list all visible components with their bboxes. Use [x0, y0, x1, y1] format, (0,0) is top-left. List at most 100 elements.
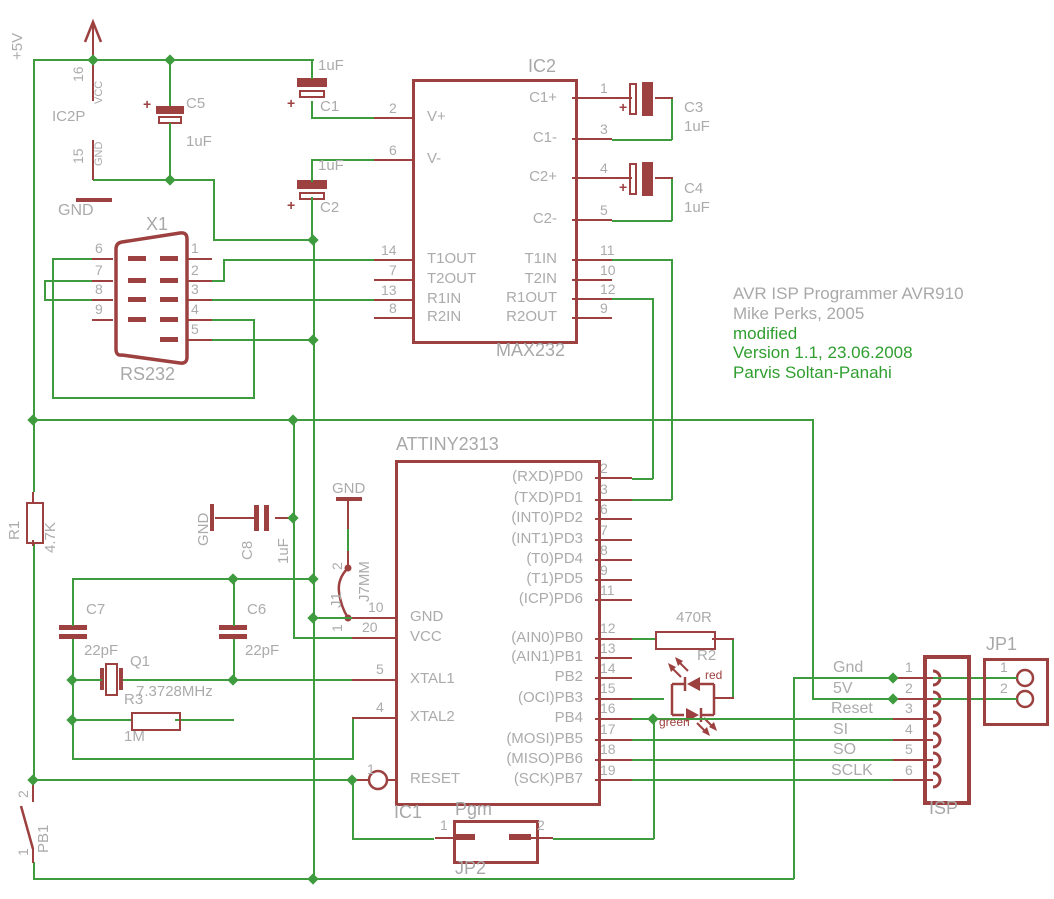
label-components-pb1-name: PB1 — [35, 824, 52, 853]
pin-wire — [572, 317, 612, 319]
pin-wire — [32, 540, 34, 546]
pin-wire — [187, 280, 212, 282]
pin-wire — [92, 60, 94, 101]
label-x1-left_pins-3: 9 — [95, 301, 103, 317]
net-wire — [793, 677, 795, 879]
label-components-j1-gnd: GND — [332, 480, 366, 497]
label-isp-pins-2-net: Reset — [831, 700, 873, 717]
label-components-j1-name: J1 — [328, 592, 345, 608]
label-jp2-label: Pgm — [455, 799, 493, 819]
label-components-c1-value: 1uF — [318, 57, 344, 74]
net-wire — [169, 61, 171, 106]
label-title_block-line3: modified — [733, 324, 798, 343]
label-misc-plus: + — [143, 96, 152, 112]
net-wire — [234, 679, 354, 681]
label-ic2-left_pins-2-label: T1OUT — [427, 250, 477, 267]
label-jp1-pins-1: 2 — [1000, 680, 1008, 696]
net-wire — [612, 298, 654, 300]
pin-wire — [187, 319, 212, 321]
c5-plate — [156, 106, 184, 114]
label-ic1-right_pins-5-label: (T1)PD5 — [526, 570, 583, 587]
pin-wire — [509, 834, 531, 840]
pin-wire — [572, 298, 612, 300]
pin-wire — [92, 280, 113, 282]
label-ic1-right_pins-12-label: (MOSI)PB5 — [506, 730, 583, 747]
pin-wire — [374, 317, 412, 319]
label-ic2-type: MAX232 — [496, 340, 566, 360]
net-wire — [33, 59, 35, 492]
net-wire — [311, 117, 374, 119]
label-components-c3-name: C3 — [684, 99, 704, 116]
net-wire — [123, 679, 235, 681]
pin-wire — [435, 837, 455, 839]
net-wire — [72, 679, 102, 681]
label-components-c8-name: C8 — [239, 540, 256, 560]
pin-wire — [595, 579, 632, 581]
label-ic1-right_pins-13-num: 18 — [600, 741, 616, 757]
pin-wire — [572, 279, 612, 281]
net-wire — [632, 698, 664, 700]
ic1-body — [395, 460, 601, 806]
label-power-plus5v: +5V — [9, 32, 26, 60]
net-wire — [612, 220, 672, 222]
pin-wire — [531, 837, 553, 839]
label-title_block-line2: Mike Perks, 2005 — [733, 304, 865, 323]
label-ic1-right_pins-11-label: PB4 — [554, 709, 583, 726]
net-wire — [352, 779, 354, 839]
label-x1-name: X1 — [146, 214, 169, 234]
jp1-body — [983, 658, 1049, 726]
label-ic1-left_pins-3-num: 4 — [376, 699, 384, 715]
pin-wire — [374, 117, 412, 119]
label-ic1-right_pins-6-label: (ICP)PD6 — [518, 590, 583, 607]
label-ic2-right_pins-6-num: 12 — [600, 281, 616, 297]
pin-wire — [32, 782, 34, 802]
pin-wire — [595, 718, 632, 720]
label-ic2-right_pins-3-num: 5 — [600, 202, 608, 218]
net-wire — [52, 258, 54, 399]
label-ic2-right_pins-6-label: R1OUT — [506, 289, 557, 306]
pin-wire — [347, 551, 349, 568]
led-red-icon — [668, 657, 700, 691]
pin-wire — [595, 638, 632, 640]
label-isp-pins-1-net: 5V — [833, 680, 853, 697]
net-wire — [311, 159, 313, 182]
net-wire — [223, 259, 225, 281]
net-wire — [33, 862, 35, 880]
label-ic1-left_pins-4-label: RESET — [410, 770, 461, 787]
label-ic1-right_pins-2-label: (INT0)PD2 — [511, 509, 583, 526]
net-wire — [53, 258, 93, 260]
pin-wire — [32, 848, 34, 863]
pin-wire — [893, 718, 933, 720]
c3-plate — [642, 82, 653, 116]
pin-wire — [210, 504, 214, 531]
net-wire — [72, 579, 74, 626]
pin-wire — [893, 779, 933, 781]
net-wire — [352, 838, 434, 840]
pin-wire — [352, 617, 395, 619]
label-x1-right_pins-3: 4 — [191, 301, 199, 317]
pin-wire — [595, 677, 632, 679]
pin-wire — [572, 138, 612, 140]
pin-wire — [374, 259, 412, 261]
pin-wire — [595, 698, 632, 700]
pin-wire — [374, 279, 412, 281]
label-components-j1-pin2: 2 — [329, 562, 345, 570]
net-wire — [632, 739, 894, 741]
led-loop — [670, 682, 716, 717]
net-wire — [210, 280, 225, 282]
pin-wire — [572, 97, 612, 99]
label-ic2-right_pins-5-label: T2IN — [524, 270, 557, 287]
pin-wire — [275, 517, 294, 519]
label-ic2-left_pins-1-num: 6 — [389, 142, 397, 158]
net-wire — [632, 499, 672, 501]
label-ic1-left_pins-1-label: VCC — [410, 628, 442, 645]
label-ic1-right_pins-14-label: (SCK)PB7 — [513, 770, 583, 787]
label-ic1-right_pins-7-label: (AIN0)PB0 — [511, 629, 583, 646]
label-components-c7-name: C7 — [86, 601, 106, 618]
net-wire — [210, 299, 374, 301]
ic2-body — [412, 79, 578, 344]
label-ic2-left_pins-0-label: V+ — [427, 108, 446, 125]
pin-wire — [92, 299, 113, 301]
led-green-icon — [686, 708, 717, 736]
